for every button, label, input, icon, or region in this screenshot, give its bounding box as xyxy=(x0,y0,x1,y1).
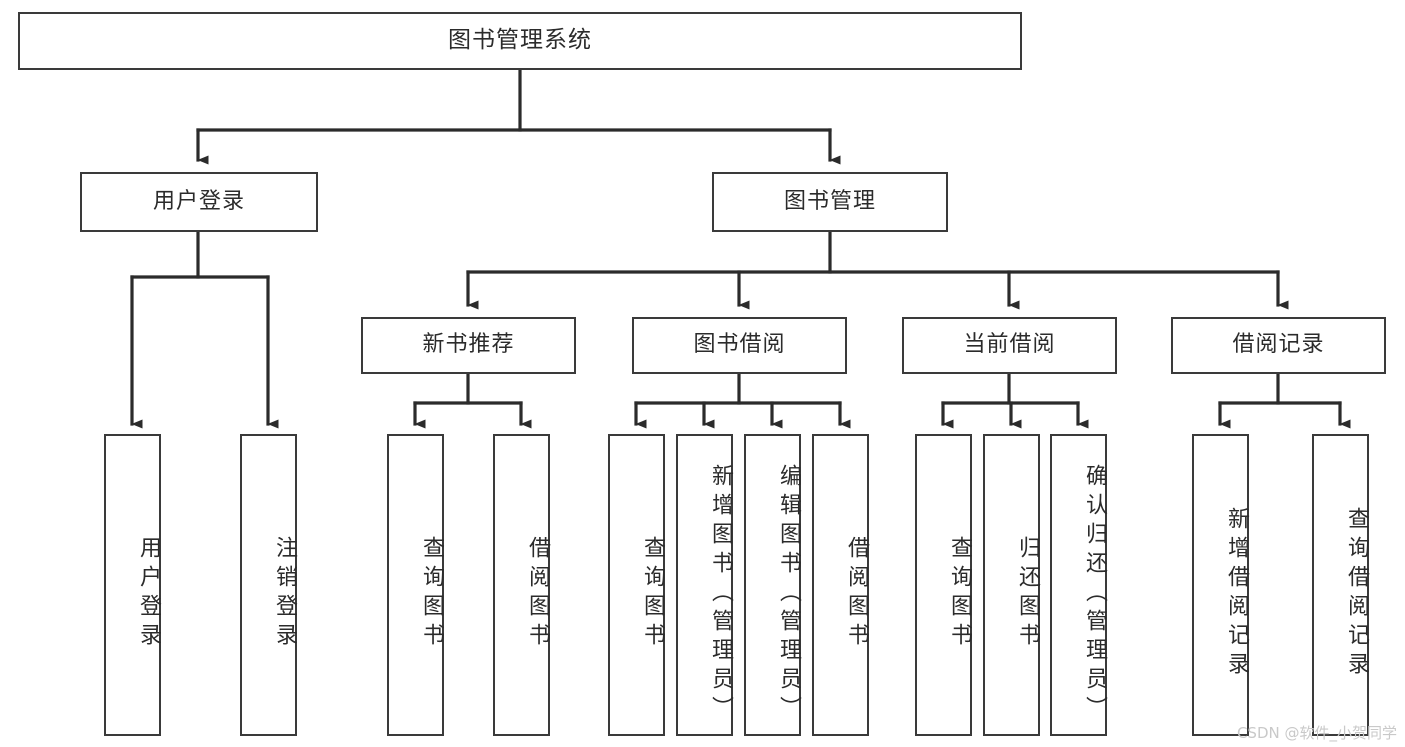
leaf-br-add-record-label: 新增借阅记录 xyxy=(1224,507,1249,681)
leaf-user-login-label: 用户登录 xyxy=(136,536,161,652)
node-user-login[interactable]: 用户登录 xyxy=(80,172,318,232)
leaf-bb-edit-book-label: 编辑图书（管理员） xyxy=(776,463,801,725)
leaf-bb-query-book-label: 查询图书 xyxy=(640,536,665,652)
leaf-bb-add-book-label: 新增图书（管理员） xyxy=(708,463,733,725)
node-new-book-recommend-label: 新书推荐 xyxy=(422,332,515,358)
node-book-borrow-label: 图书借阅 xyxy=(693,332,786,358)
node-borrow-record-label: 借阅记录 xyxy=(1232,332,1325,358)
node-book-borrow[interactable]: 图书借阅 xyxy=(632,317,847,374)
leaf-cb-query-book-label: 查询图书 xyxy=(947,536,972,652)
leaf-br-add-record[interactable]: 新增借阅记录 xyxy=(1192,434,1249,736)
node-root[interactable]: 图书管理系统 xyxy=(18,12,1022,70)
leaf-cb-confirm-return[interactable]: 确认归还（管理员） xyxy=(1050,434,1107,736)
leaf-logout[interactable]: 注销登录 xyxy=(240,434,297,736)
leaf-cb-return-book[interactable]: 归还图书 xyxy=(983,434,1040,736)
leaf-newbook-borrow-book[interactable]: 借阅图书 xyxy=(493,434,550,736)
leaf-bb-edit-book[interactable]: 编辑图书（管理员） xyxy=(744,434,801,736)
leaf-cb-return-book-label: 归还图书 xyxy=(1015,536,1040,652)
leaf-bb-borrow-book[interactable]: 借阅图书 xyxy=(812,434,869,736)
watermark-text: CSDN @软件_小贺同学 xyxy=(1236,724,1397,742)
leaf-newbook-query-book[interactable]: 查询图书 xyxy=(387,434,444,736)
node-book-management-label: 图书管理 xyxy=(783,188,876,214)
node-borrow-record[interactable]: 借阅记录 xyxy=(1171,317,1386,374)
node-new-book-recommend[interactable]: 新书推荐 xyxy=(361,317,576,374)
leaf-bb-borrow-book-label: 借阅图书 xyxy=(844,536,869,652)
node-user-login-label: 用户登录 xyxy=(152,188,245,214)
leaf-logout-label: 注销登录 xyxy=(272,536,297,652)
node-current-borrow-label: 当前借阅 xyxy=(963,332,1056,358)
leaf-br-query-record-label: 查询借阅记录 xyxy=(1344,507,1369,681)
leaf-user-login[interactable]: 用户登录 xyxy=(104,434,161,736)
node-root-label: 图书管理系统 xyxy=(448,27,592,54)
leaf-bb-add-book[interactable]: 新增图书（管理员） xyxy=(676,434,733,736)
leaf-newbook-borrow-book-label: 借阅图书 xyxy=(525,536,550,652)
leaf-newbook-query-book-label: 查询图书 xyxy=(419,536,444,652)
leaf-cb-confirm-return-label: 确认归还（管理员） xyxy=(1082,463,1107,725)
node-book-management[interactable]: 图书管理 xyxy=(712,172,948,232)
node-current-borrow[interactable]: 当前借阅 xyxy=(902,317,1117,374)
leaf-bb-query-book[interactable]: 查询图书 xyxy=(608,434,665,736)
leaf-br-query-record[interactable]: 查询借阅记录 xyxy=(1312,434,1369,736)
leaf-cb-query-book[interactable]: 查询图书 xyxy=(915,434,972,736)
